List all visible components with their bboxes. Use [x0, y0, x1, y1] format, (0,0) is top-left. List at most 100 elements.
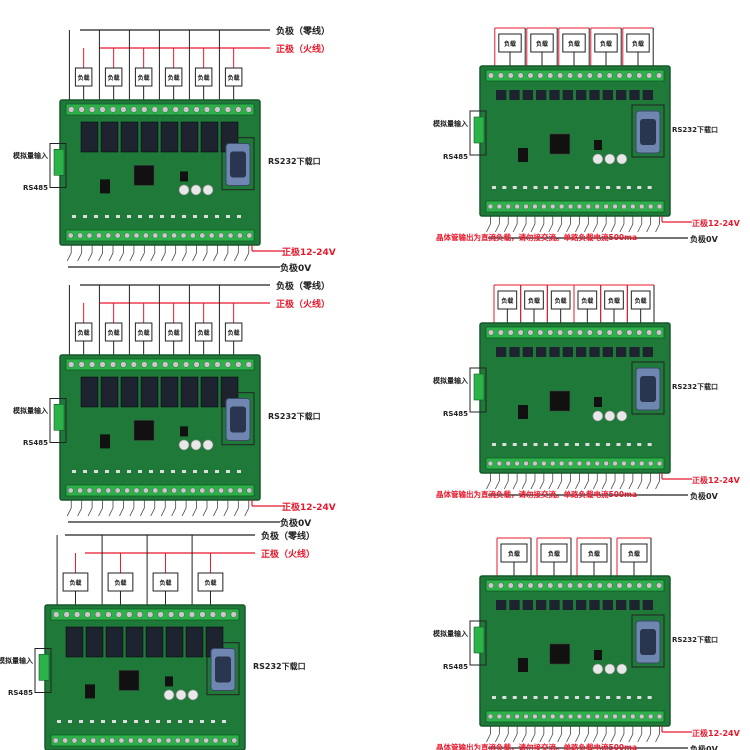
status-led — [134, 720, 138, 723]
screw-terminal — [656, 582, 663, 589]
screw-terminal — [162, 361, 169, 368]
screw-terminal — [514, 713, 520, 720]
screw-terminal — [630, 460, 636, 467]
screw-terminal — [487, 460, 494, 467]
status-led — [160, 215, 164, 218]
relay-module — [105, 626, 124, 658]
analog-label: 模拟量输入 — [433, 629, 468, 638]
status-led — [637, 443, 642, 446]
input-switch — [530, 223, 536, 233]
screw-terminal — [594, 203, 600, 210]
gnd-label: 负极0V — [690, 234, 719, 244]
screw-terminal — [141, 361, 148, 368]
input-switch — [503, 223, 509, 233]
rs485-label: RS485 — [443, 153, 468, 161]
analog-connector — [53, 149, 65, 176]
screw-terminal — [547, 582, 554, 589]
status-led — [138, 470, 142, 473]
rs232-label: RS232下载口 — [672, 635, 718, 644]
screw-terminal — [517, 329, 524, 336]
ic-chip — [180, 171, 188, 182]
power-label: 正极12-24V — [282, 501, 336, 513]
screw-terminal — [558, 203, 565, 210]
screw-terminal — [612, 713, 618, 720]
status-led — [543, 443, 548, 446]
load-label: 负载 — [632, 40, 644, 48]
capacitor — [202, 439, 214, 451]
status-led — [595, 696, 600, 699]
screw-terminal — [656, 203, 663, 210]
transistor-chip — [509, 347, 520, 357]
transistor-chip — [536, 90, 547, 100]
input-switch — [486, 733, 491, 743]
gnd-label: 负极0V — [690, 491, 719, 501]
gnd-label: 负极0V — [280, 262, 311, 274]
analog-frame — [34, 648, 52, 693]
screw-terminal — [487, 72, 494, 79]
input-switch — [646, 733, 652, 743]
screw-terminal — [557, 582, 564, 589]
status-led — [554, 696, 559, 699]
screw-terminal — [63, 611, 70, 618]
screw-terminal — [576, 72, 583, 79]
relay-module — [200, 376, 219, 408]
transistor-chip — [602, 600, 613, 610]
screw-terminal — [621, 203, 627, 210]
screw-terminal — [193, 106, 200, 113]
screw-terminal — [126, 611, 133, 618]
relay-module — [180, 376, 199, 408]
input-switch — [233, 507, 239, 517]
ic-chip — [518, 148, 528, 162]
input-switch — [619, 733, 625, 743]
status-led — [112, 720, 116, 723]
capacitor — [202, 184, 214, 196]
analog-connector — [473, 626, 485, 654]
capacitor — [178, 184, 190, 196]
screw-terminal — [171, 232, 177, 239]
status-led — [595, 443, 600, 446]
screw-terminal — [496, 713, 503, 720]
input-switch — [530, 733, 536, 743]
input-switch — [87, 507, 93, 517]
screw-terminal — [656, 72, 663, 79]
rs485-label: RS485 — [8, 689, 33, 697]
terminal-block — [485, 457, 665, 470]
transistor-chip — [589, 347, 600, 357]
analog-connector — [473, 116, 485, 144]
status-led — [94, 470, 98, 473]
status-led — [523, 186, 528, 189]
screw-terminal — [594, 713, 600, 720]
screw-terminal — [567, 713, 574, 720]
input-switch — [521, 733, 527, 743]
input-switch — [610, 733, 616, 743]
capacitor — [592, 663, 604, 675]
status-led — [215, 470, 219, 473]
input-switch — [223, 507, 229, 517]
status-led — [123, 720, 127, 723]
screw-terminal — [182, 106, 190, 113]
gnd-label: 负极0V — [690, 744, 719, 750]
capacitor — [616, 410, 628, 422]
status-led — [83, 215, 87, 218]
screw-terminal — [517, 72, 524, 79]
screw-terminal — [576, 460, 583, 467]
screw-terminal — [184, 737, 191, 744]
status-led — [564, 443, 569, 446]
status-led — [502, 696, 507, 699]
terminal-block — [50, 608, 240, 621]
screw-terminal — [646, 72, 653, 79]
transistor-chip — [629, 347, 640, 357]
screw-terminal — [496, 203, 503, 210]
pos-label: 正极（火线） — [276, 43, 330, 55]
screw-terminal — [199, 487, 206, 494]
ic-chip — [165, 676, 173, 687]
status-led — [502, 186, 507, 189]
screw-terminal — [550, 713, 556, 720]
status-led — [171, 215, 175, 218]
transistor-chip — [642, 90, 653, 100]
transistor-chip — [576, 347, 587, 357]
input-switch — [548, 480, 554, 490]
screw-terminal — [151, 361, 158, 368]
status-led — [204, 215, 208, 218]
screw-terminal — [557, 72, 564, 79]
